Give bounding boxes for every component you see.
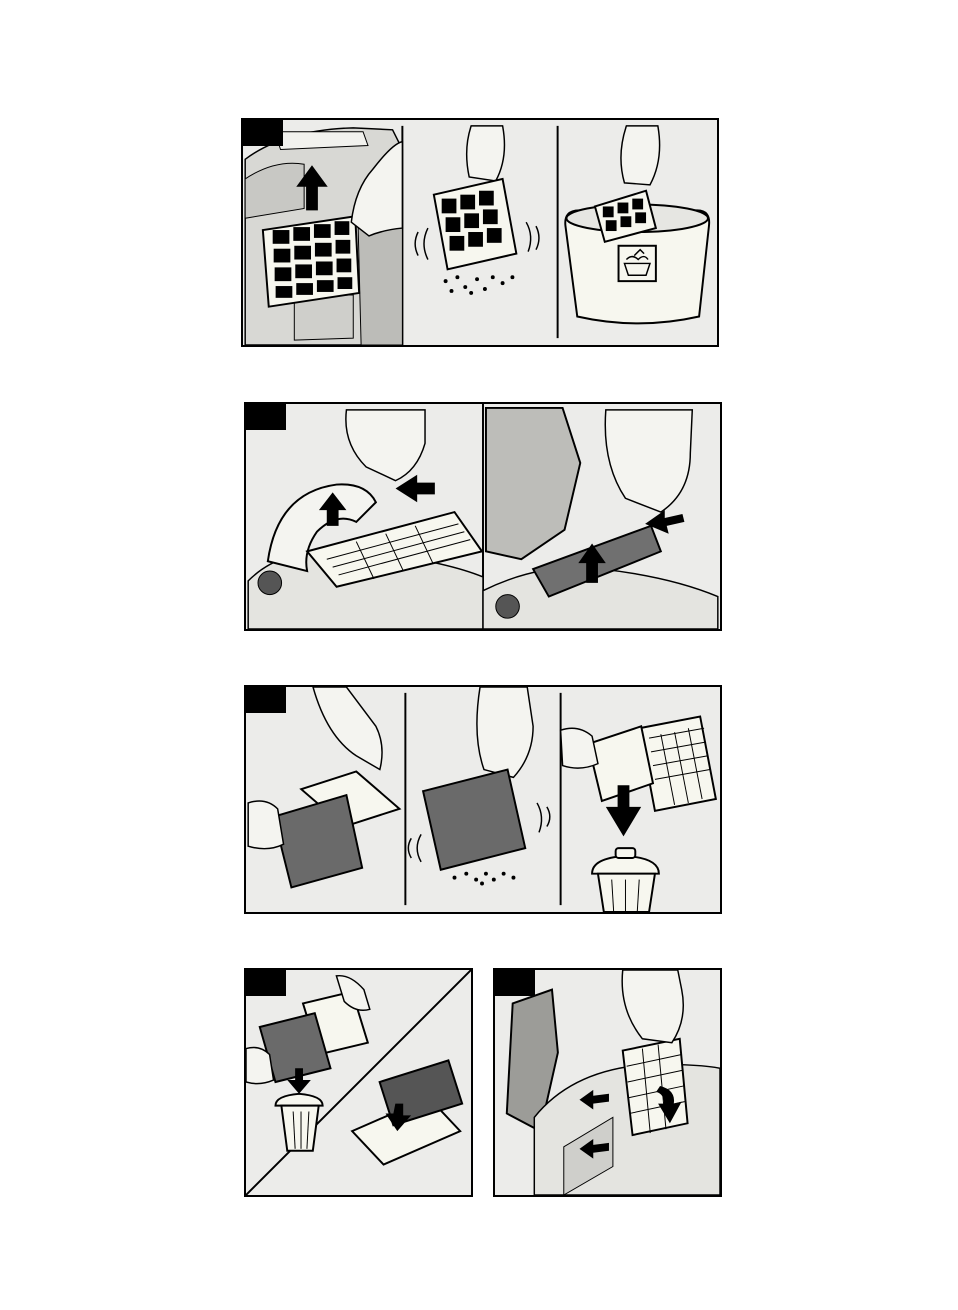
trash-bin-icon (592, 848, 659, 912)
open-cover (486, 408, 580, 559)
hand-icon (605, 410, 692, 512)
figure-4-illustration (246, 970, 471, 1195)
hand-icon (561, 728, 598, 768)
arrow-icon (396, 475, 435, 503)
filter-icon (352, 1060, 462, 1164)
figure-3-illustration (246, 687, 720, 912)
filter-icon (434, 179, 517, 269)
figure-2-number-tab (246, 404, 286, 430)
hand-icon (248, 801, 283, 849)
figure-3-panel (244, 685, 722, 914)
filter-icon (623, 1039, 688, 1135)
figure-1-number-tab (243, 120, 283, 146)
figure-3-number-tab (246, 687, 286, 713)
figure-4-panel (244, 968, 473, 1197)
hand-icon (467, 126, 505, 181)
filter-icon (423, 770, 525, 870)
figure-5-illustration (495, 970, 720, 1195)
figure-5-panel (493, 968, 722, 1197)
hand-icon (313, 687, 382, 770)
hand-icon (477, 687, 533, 777)
hand-icon (346, 410, 425, 481)
figure-2-illustration (246, 404, 720, 629)
figure-2-panel (244, 402, 722, 631)
trash-bin-icon (275, 1094, 322, 1151)
hand-icon (621, 126, 660, 185)
dust-particles-icon (453, 872, 516, 886)
figure-1-illustration (243, 120, 717, 345)
filter-icon (588, 716, 716, 810)
filter-icon (274, 771, 400, 887)
figure-5-number-tab (495, 970, 535, 996)
hand-icon (622, 970, 683, 1043)
figure-4-number-tab (246, 970, 286, 996)
filter-icon (263, 216, 359, 306)
figure-1-panel (241, 118, 719, 347)
hand-wash-icon (619, 246, 656, 281)
dust-particles-icon (444, 275, 515, 295)
